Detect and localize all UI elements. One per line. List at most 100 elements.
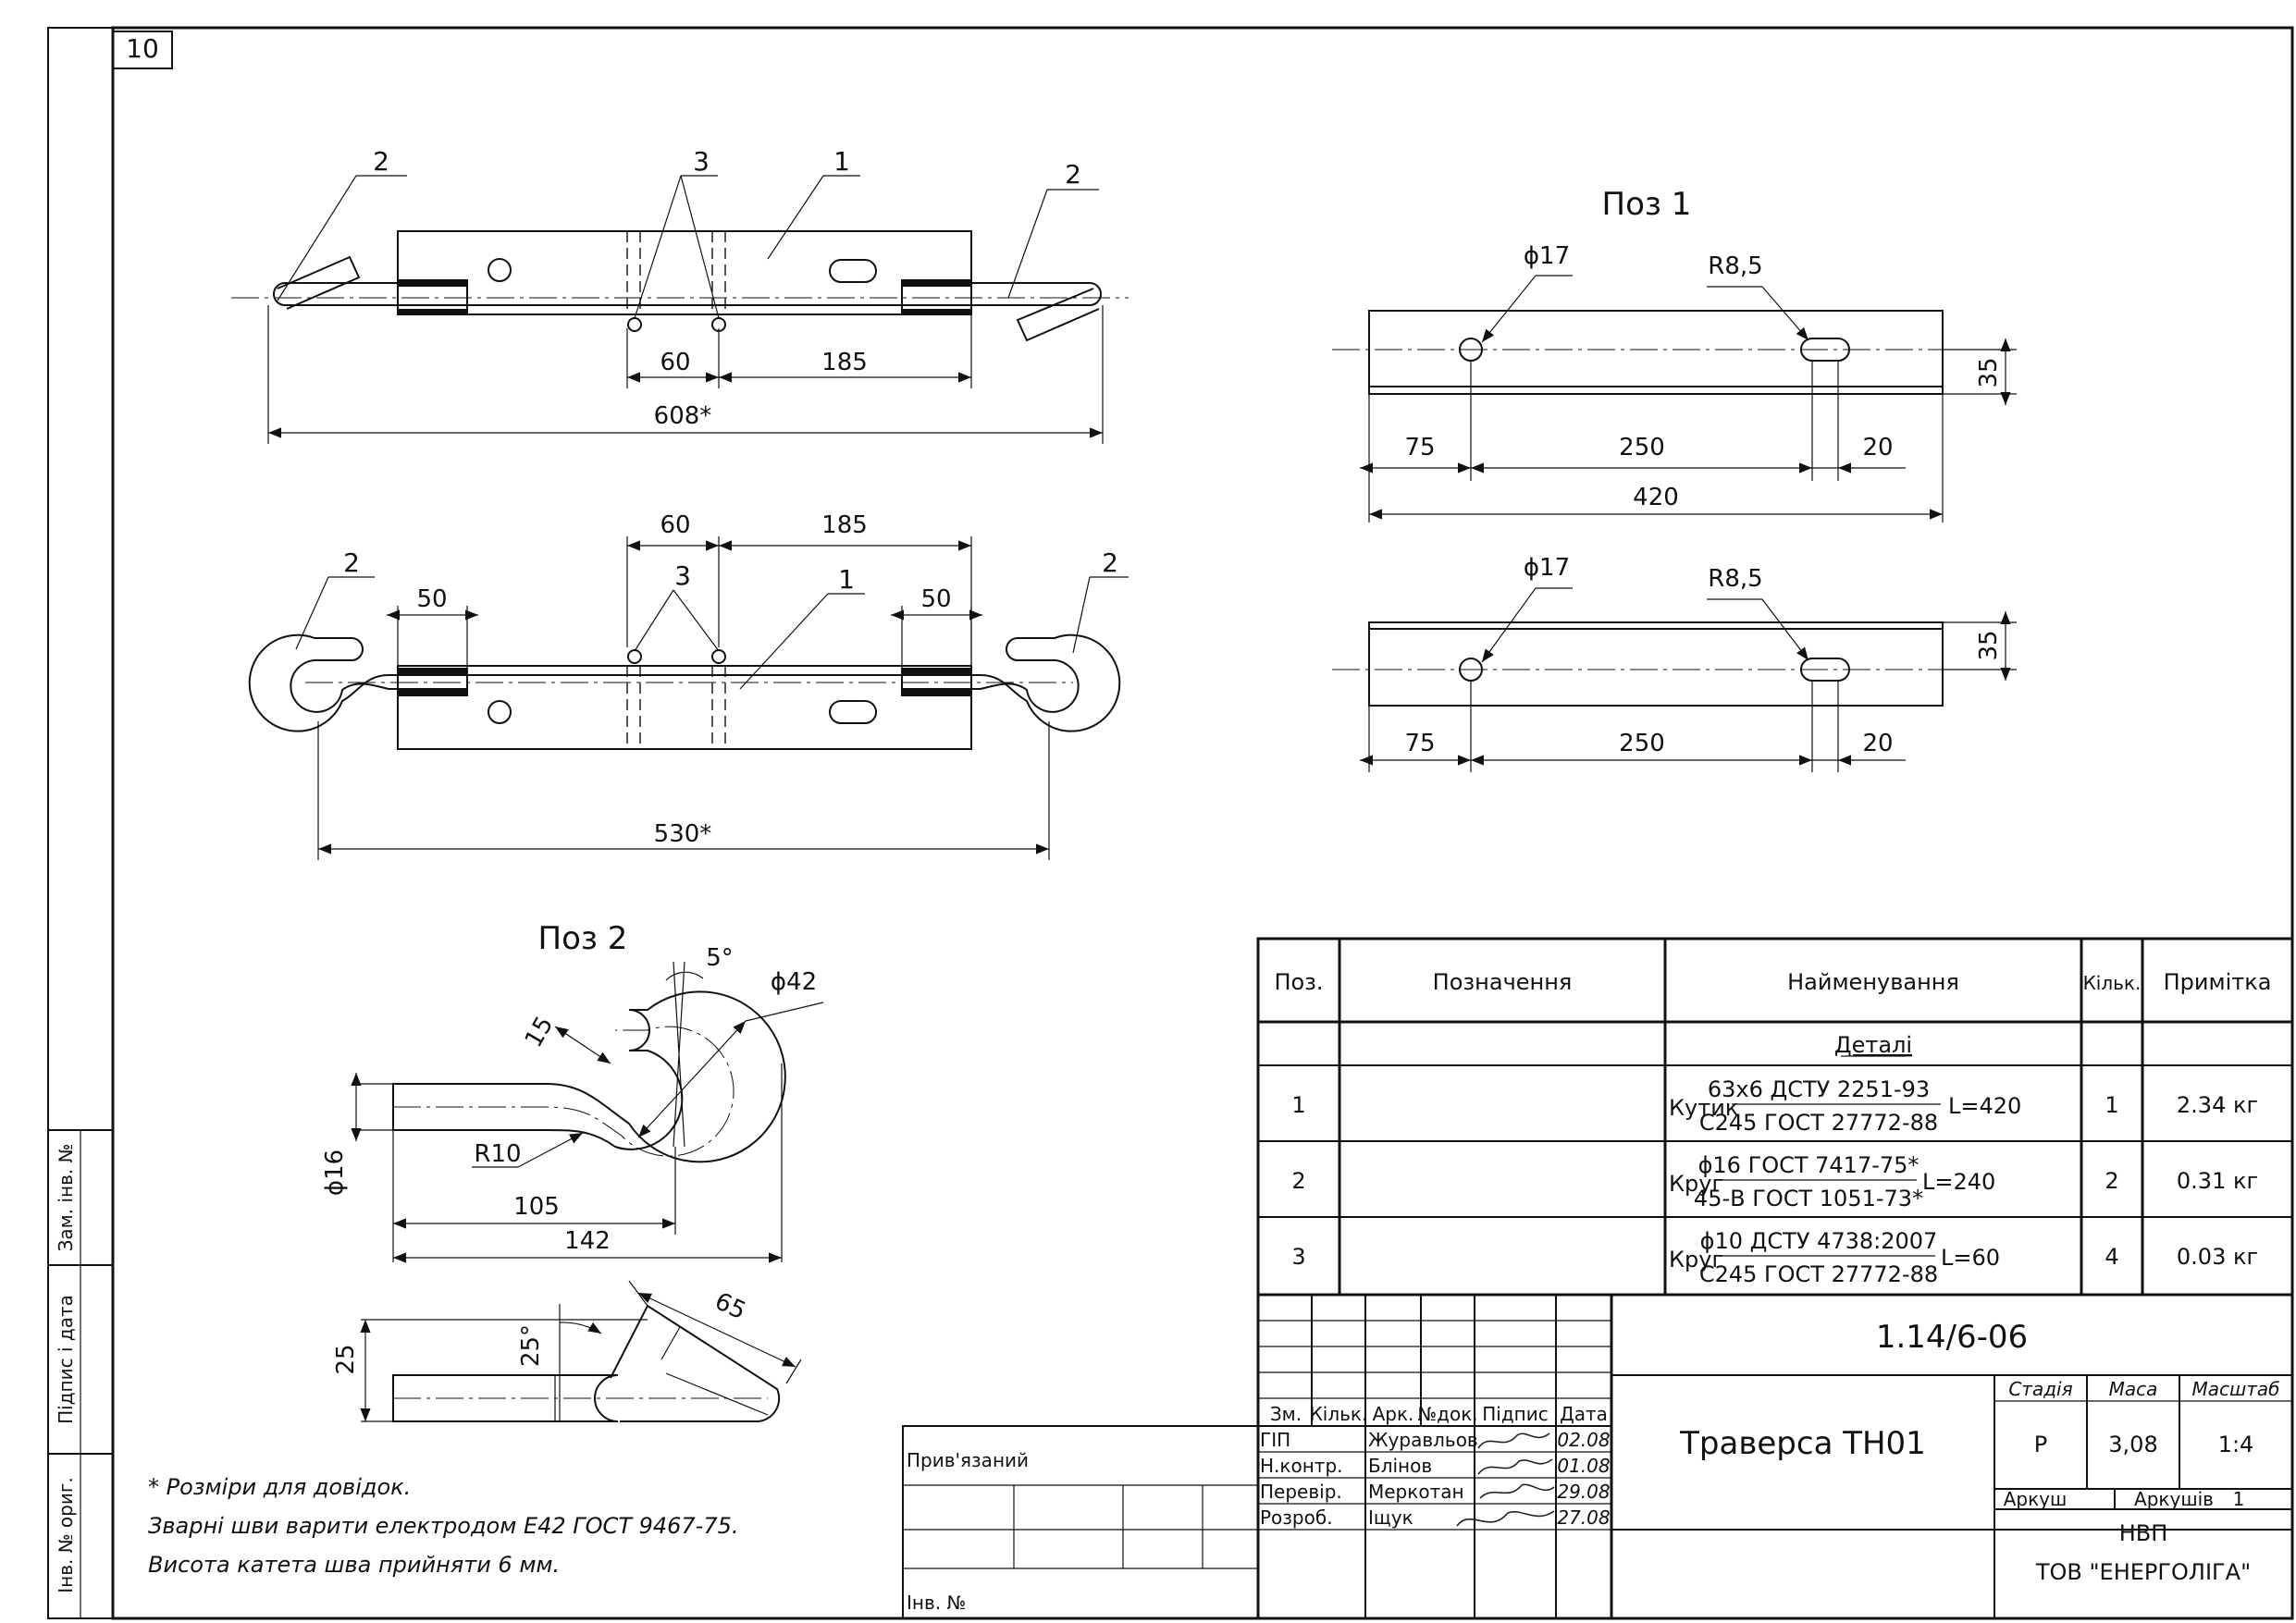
tb-role-check: Перевір. <box>1260 1481 1342 1503</box>
pos2-dim-142: 142 <box>564 1227 611 1255</box>
callout-1-front: 1 <box>838 564 855 595</box>
mass-label: Маса <box>2109 1378 2158 1400</box>
spec-header-qty: Кільк. <box>2083 972 2142 994</box>
sheet-label: Аркуш <box>2004 1488 2068 1510</box>
sheet-number: 10 <box>126 33 159 64</box>
pos1-low-dim-250: 250 <box>1619 730 1665 757</box>
spec-row-2-top: ϕ16 ГОСТ 7417-75* <box>1698 1152 1920 1178</box>
sheets-label: Аркушів <box>2134 1488 2214 1510</box>
pos2-views: Поз 2 5° ϕ42 15 R10 ϕ16 105 142 <box>321 920 824 1422</box>
spec-row-3-pos: 3 <box>1291 1244 1305 1270</box>
spec-row-2-length: L=240 <box>1922 1169 1995 1195</box>
pos2-dim-25: 25 <box>332 1344 360 1374</box>
pos1-hole-dia: ϕ17 <box>1524 242 1570 270</box>
dim-185-front: 185 <box>821 511 868 539</box>
tb-role-ncontr: Н.контр. <box>1260 1455 1343 1477</box>
pos1-dim-75: 75 <box>1404 434 1435 461</box>
callout-2-right-front: 2 <box>1102 547 1118 578</box>
inventory-label: Інв. № <box>907 1592 966 1614</box>
spec-row-1-pos: 1 <box>1291 1092 1305 1118</box>
tb-col-qty: Кільк. <box>1310 1403 1368 1425</box>
scale-value: 1:4 <box>2218 1432 2254 1457</box>
spec-table: Поз. Позначення Найменування Кільк. Прим… <box>1256 937 2294 1297</box>
title-pos1: Поз 1 <box>1602 186 1692 223</box>
assembly-top-view: 2 3 1 2 60 185 608* <box>231 146 1129 444</box>
callout-3: 3 <box>693 146 710 177</box>
pos2-dia-16: ϕ16 <box>321 1150 349 1196</box>
title-pos2: Поз 2 <box>538 920 628 957</box>
callout-2-left: 2 <box>373 146 389 177</box>
tb-date-gip: 02.08 <box>1557 1429 1610 1451</box>
spec-row-2-prefix: Круг <box>1669 1171 1723 1197</box>
pos1-low-dim-35: 35 <box>1975 630 2003 660</box>
tb-col-signature: Підпис <box>1482 1403 1549 1425</box>
pos2-angle-25: 25° <box>517 1324 545 1367</box>
tb-name-gip: Журавльов <box>1368 1429 1478 1451</box>
org-line-2: ТОВ "ЕНЕРГОЛІГА" <box>2035 1559 2251 1585</box>
side-label-signature-date: Підпис і дата <box>55 1295 77 1424</box>
spec-header-name: Найменування <box>1787 969 1959 995</box>
org-line-1: НВП <box>2119 1520 2168 1546</box>
spec-row-2-pos: 2 <box>1291 1168 1305 1194</box>
spec-row-3-qty: 4 <box>2105 1244 2118 1270</box>
pos2-dim-65: 65 <box>710 1287 750 1325</box>
stage-label: Стадія <box>2008 1378 2072 1400</box>
spec-header-designation: Позначення <box>1433 969 1573 995</box>
pos2-dim-15: 15 <box>520 1012 560 1052</box>
tb-name-dev: Іщук <box>1368 1506 1413 1529</box>
note-2: Зварні шви варити електродом Е42 ГОСТ 94… <box>148 1513 739 1539</box>
scale-label: Масштаб <box>2191 1378 2279 1400</box>
pos1-dim-35: 35 <box>1975 357 2003 387</box>
tb-name-check: Меркотан <box>1368 1481 1464 1503</box>
spec-header-pos: Поз. <box>1274 969 1323 995</box>
callout-3-front: 3 <box>674 560 691 591</box>
tb-col-change: Зм. <box>1270 1403 1302 1425</box>
pos2-dia-42: ϕ42 <box>771 968 817 996</box>
pos2-dim-105: 105 <box>513 1193 560 1221</box>
tb-col-date: Дата <box>1560 1403 1608 1425</box>
dim-60-front: 60 <box>660 511 690 539</box>
pos2-radius-10: R10 <box>474 1140 521 1168</box>
spec-row-3-prefix: Круг <box>1669 1247 1723 1273</box>
signature-marks <box>1456 1432 1555 1527</box>
mass-value: 3,08 <box>2108 1432 2157 1457</box>
spec-row-1-length: L=420 <box>1948 1093 2021 1119</box>
spec-row-1-qty: 1 <box>2105 1092 2118 1118</box>
title-block: Зм. Кільк. Арк. №док. Підпис Дата ГІП Жу… <box>1256 1293 2294 1620</box>
dim-185: 185 <box>821 349 868 376</box>
attached-block: Прив'язаний Інв. № <box>902 1425 1259 1619</box>
pos1-low-hole-dia: ϕ17 <box>1524 554 1570 582</box>
dim-50-left: 50 <box>416 585 447 613</box>
attached-label: Прив'язаний <box>907 1449 1029 1471</box>
spec-row-1-prefix: Кутик <box>1669 1095 1738 1121</box>
callout-1: 1 <box>833 146 850 177</box>
side-label-orig-inv: Інв. № ориг. <box>55 1477 77 1592</box>
callout-2-left-front: 2 <box>343 547 360 578</box>
pos1-dim-420: 420 <box>1633 484 1679 511</box>
tb-col-docno: №док. <box>1417 1403 1477 1425</box>
spec-row-3-bottom: С245 ГОСТ 27772-88 <box>1699 1261 1938 1287</box>
tb-date-ncontr: 01.08 <box>1557 1455 1610 1477</box>
callout-2-right: 2 <box>1065 159 1081 190</box>
dim-608: 608* <box>654 402 712 430</box>
doc-number: 1.14/6-06 <box>1876 1319 2028 1356</box>
side-label-replace-inv: Зам. інв. № <box>55 1144 77 1252</box>
note-3: Висота катета шва прийняти 6 мм. <box>148 1552 560 1578</box>
spec-section-details: Деталі <box>1834 1032 1912 1058</box>
spec-row-3-note: 0.03 кг <box>2177 1244 2258 1270</box>
spec-row-2-note: 0.31 кг <box>2177 1168 2258 1194</box>
dim-50-right: 50 <box>920 585 951 613</box>
pos1-low-dim-75: 75 <box>1404 730 1435 757</box>
sheets-value: 1 <box>2233 1488 2245 1510</box>
drawing-title: Траверса ТН01 <box>1679 1425 1926 1462</box>
pos1-low-dim-20: 20 <box>1862 730 1893 757</box>
assembly-front-view: 2 3 1 2 60 185 50 50 530* <box>248 511 1129 860</box>
pos2-angle-5: 5° <box>706 944 734 972</box>
sheet-frame: 10 Зам. інв. № Підпис і дата Інв. № ориг… <box>47 26 2294 1620</box>
tb-name-ncontr: Блінов <box>1368 1455 1432 1477</box>
pos1-slot-radius: R8,5 <box>1708 252 1762 280</box>
general-notes: * Розміри для довідок. Зварні шви варити… <box>148 1474 739 1578</box>
dim-530: 530* <box>654 820 712 848</box>
pos1-low-slot-radius: R8,5 <box>1708 565 1762 593</box>
tb-date-check: 29.08 <box>1557 1481 1610 1503</box>
